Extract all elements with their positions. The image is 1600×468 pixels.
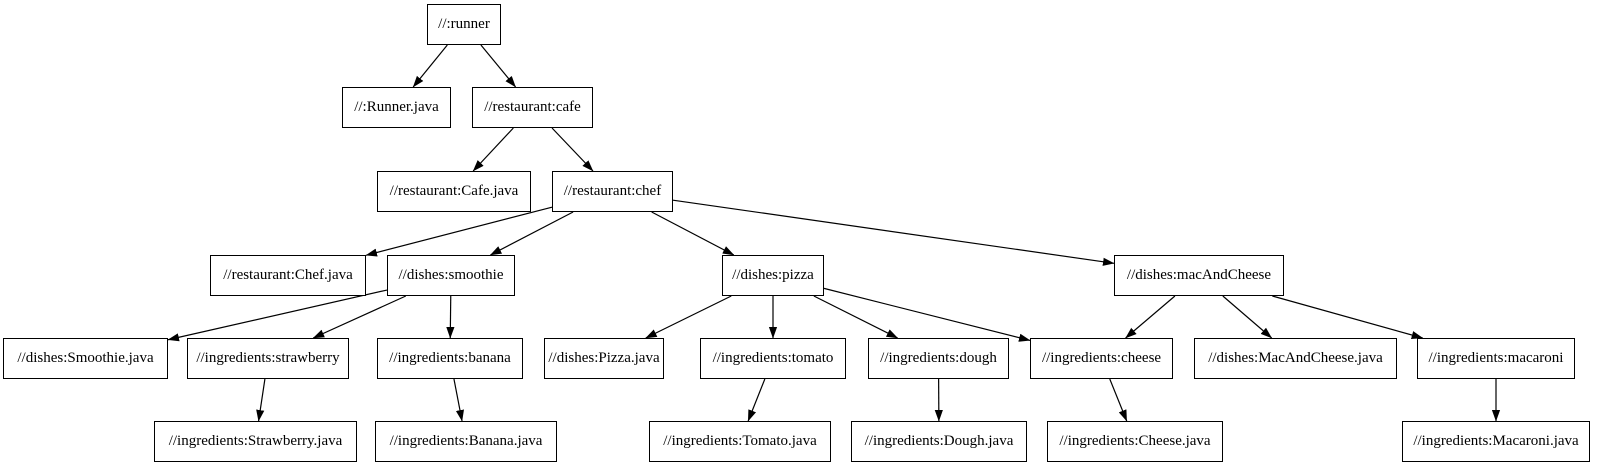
graph-node-label: //ingredients:Macaroni.java bbox=[1413, 433, 1579, 449]
graph-node-label: //:runner bbox=[438, 16, 490, 32]
graph-node-smoothie_java: //dishes:Smoothie.java bbox=[3, 338, 168, 379]
graph-node-label: //ingredients:macaroni bbox=[1428, 350, 1564, 366]
graph-node-label: //dishes:Smoothie.java bbox=[17, 350, 154, 366]
graph-node-label: //ingredients:tomato bbox=[712, 350, 834, 366]
graph-node-tomato: //ingredients:tomato bbox=[700, 338, 846, 379]
graph-node-label: //ingredients:cheese bbox=[1041, 350, 1162, 366]
graph-edge-macandcheese-to-macaroni bbox=[1272, 295, 1424, 339]
graph-edge-tomato-to-tomato_java bbox=[747, 378, 766, 422]
graph-node-label: //dishes:smoothie bbox=[398, 267, 504, 283]
graph-node-pizza_java: //dishes:Pizza.java bbox=[544, 338, 664, 379]
graph-node-label: //ingredients:Tomato.java bbox=[663, 433, 817, 449]
graph-edge-macandcheese-to-macandcheese_java bbox=[1222, 295, 1273, 339]
graph-node-cafe_java: //restaurant:Cafe.java bbox=[377, 171, 531, 212]
graph-edge-strawberry-to-strawberry_java bbox=[256, 378, 266, 422]
graph-edge-banana-to-banana_java bbox=[453, 378, 464, 422]
graph-node-banana_java: //ingredients:Banana.java bbox=[375, 421, 557, 462]
graph-node-runner: //:runner bbox=[427, 4, 501, 45]
graph-node-label: //ingredients:banana bbox=[389, 350, 511, 366]
graph-edge-pizza-to-cheese bbox=[823, 287, 1031, 342]
graph-edge-chef-to-chef_java bbox=[365, 206, 553, 257]
graph-node-banana: //ingredients:banana bbox=[377, 338, 523, 379]
graph-node-chef_java: //restaurant:Chef.java bbox=[210, 255, 366, 296]
graph-node-label: //:Runner.java bbox=[354, 99, 439, 115]
graph-edge-chef-to-smoothie bbox=[489, 211, 574, 256]
graph-node-label: //ingredients:strawberry bbox=[196, 350, 340, 366]
graph-node-pizza: //dishes:pizza bbox=[722, 255, 824, 296]
graph-node-runner_java: //:Runner.java bbox=[342, 87, 451, 128]
graph-edge-chef-to-macandcheese bbox=[672, 199, 1115, 266]
graph-node-label: //restaurant:Chef.java bbox=[223, 267, 353, 283]
graph-edge-macandcheese-to-cheese bbox=[1125, 295, 1176, 339]
graph-node-label: //restaurant:chef bbox=[563, 183, 662, 199]
graph-node-label: //dishes:pizza bbox=[732, 267, 814, 283]
graph-node-label: //ingredients:dough bbox=[880, 350, 997, 366]
graph-node-label: //restaurant:cafe bbox=[484, 99, 581, 115]
graph-node-macandcheese: //dishes:macAndCheese bbox=[1114, 255, 1284, 296]
graph-edge-cafe-to-cafe_java bbox=[472, 127, 514, 172]
graph-node-strawberry_java: //ingredients:Strawberry.java bbox=[154, 421, 357, 462]
graph-node-chef: //restaurant:chef bbox=[552, 171, 673, 212]
graph-node-macaroni: //ingredients:macaroni bbox=[1417, 338, 1575, 379]
graph-node-label: //dishes:Pizza.java bbox=[548, 350, 660, 366]
graph-node-macandcheese_java: //dishes:MacAndCheese.java bbox=[1194, 338, 1397, 379]
graph-node-cafe: //restaurant:cafe bbox=[472, 87, 593, 128]
graph-node-dough: //ingredients:dough bbox=[868, 338, 1009, 379]
graph-node-label: //dishes:MacAndCheese.java bbox=[1208, 350, 1383, 366]
graph-node-smoothie: //dishes:smoothie bbox=[387, 255, 515, 296]
graph-edge-runner-to-cafe bbox=[480, 44, 517, 88]
graph-edge-cheese-to-cheese_java bbox=[1109, 378, 1128, 422]
graph-node-tomato_java: //ingredients:Tomato.java bbox=[649, 421, 831, 462]
graph-edge-smoothie-to-strawberry bbox=[312, 295, 407, 339]
graph-node-macaroni_java: //ingredients:Macaroni.java bbox=[1402, 421, 1590, 462]
graph-edge-smoothie-to-smoothie_java bbox=[167, 289, 388, 342]
graph-node-dough_java: //ingredients:Dough.java bbox=[851, 421, 1027, 462]
graph-edge-pizza-to-dough bbox=[813, 295, 899, 339]
graph-node-cheese_java: //ingredients:Cheese.java bbox=[1047, 421, 1223, 462]
graph-edge-chef-to-pizza bbox=[651, 211, 735, 256]
graph-edge-pizza-to-pizza_java bbox=[645, 295, 732, 339]
graph-node-label: //restaurant:Cafe.java bbox=[389, 183, 519, 199]
graph-node-label: //ingredients:Banana.java bbox=[389, 433, 543, 449]
graph-edge-runner-to-runner_java bbox=[412, 44, 448, 88]
graph-edge-cafe-to-chef bbox=[551, 127, 594, 172]
graph-node-label: //ingredients:Dough.java bbox=[864, 433, 1014, 449]
graph-node-label: //ingredients:Cheese.java bbox=[1059, 433, 1211, 449]
graph-edge-smoothie-to-banana bbox=[446, 295, 455, 339]
graph-node-cheese: //ingredients:cheese bbox=[1030, 338, 1173, 379]
graph-node-strawberry: //ingredients:strawberry bbox=[187, 338, 349, 379]
graph-node-label: //dishes:macAndCheese bbox=[1126, 267, 1272, 283]
graph-node-label: //ingredients:Strawberry.java bbox=[168, 433, 343, 449]
